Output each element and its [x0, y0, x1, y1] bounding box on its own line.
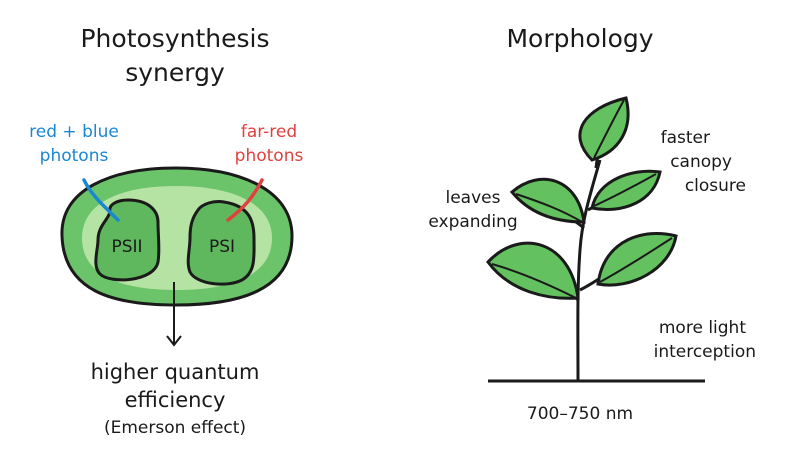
canopy-label-line3: closure	[684, 176, 746, 196]
down-arrow-icon	[166, 282, 182, 347]
canopy-label-line1: faster	[660, 128, 710, 148]
emerson-effect-note: (Emerson effect)	[103, 418, 247, 438]
leaf-bottom-left	[486, 241, 580, 300]
psi-photosystem	[186, 200, 256, 286]
psii-label: PSII	[111, 237, 142, 257]
blue-photons-label-line2: photons	[39, 146, 109, 166]
left-title-line1: Photosynthesis	[80, 24, 270, 53]
psii-photosystem	[94, 198, 161, 282]
right-title: Morphology	[506, 24, 654, 53]
result-line2: efficiency	[124, 388, 226, 412]
red-photon-line	[226, 178, 264, 222]
plant-stem	[576, 159, 602, 382]
leaves-label-line1: leaves	[445, 188, 501, 208]
blue-photon-line	[82, 178, 120, 222]
leaves-label-line2: expanding	[428, 212, 518, 232]
chloroplast: PSII PSI	[60, 166, 294, 307]
leaf-bottom-right	[596, 232, 678, 287]
leaf-middle-left	[509, 177, 586, 224]
red-photons-label-line1: far-red	[240, 122, 298, 142]
light-label-line2: interception	[653, 342, 756, 362]
blue-photons-label-line1: red + blue	[29, 122, 119, 142]
plant	[486, 96, 705, 383]
psi-label: PSI	[209, 237, 235, 257]
wavelength-label: 700–750 nm	[526, 404, 634, 424]
result-line1: higher quantum	[90, 360, 260, 384]
light-label-line1: more light	[658, 318, 746, 338]
leaf-middle-right	[590, 169, 662, 211]
canopy-label-line2: canopy	[670, 152, 732, 172]
red-photons-label-line2: photons	[234, 146, 304, 166]
left-title-line2: synergy	[125, 58, 225, 87]
leaf-top	[578, 96, 630, 162]
